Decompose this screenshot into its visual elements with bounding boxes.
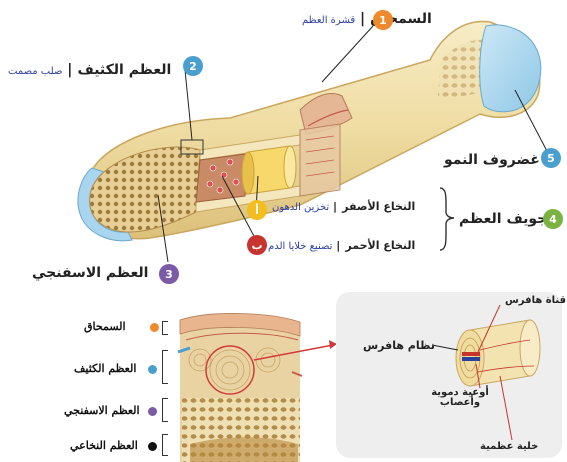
legend-bracket xyxy=(162,398,168,422)
yellow-marrow-cylinder xyxy=(242,146,296,194)
legend-dot-marrow xyxy=(148,442,157,451)
micro-section xyxy=(178,313,302,462)
legend-label-marrow: العظم النخاعي xyxy=(70,440,138,451)
legend-bracket xyxy=(162,434,168,456)
yellow-marrow-label: النخاع الأصفر | تخزين الدهون xyxy=(272,197,415,213)
periosteum-subtitle: قشرة العظم xyxy=(302,15,355,26)
badge-periosteum: 1 xyxy=(373,10,393,30)
red-marrow-title: النخاع الأحمر xyxy=(345,239,415,252)
badge-compact-bone: 2 xyxy=(183,56,203,76)
badge-red-marrow: ب xyxy=(247,235,267,255)
haversian-cylinder xyxy=(456,320,540,386)
red-marrow-subtitle: تصنيع خلايا الدم xyxy=(268,241,332,252)
spongy-bone-label: العظم الاسفنجي xyxy=(32,266,148,280)
right-cartilage xyxy=(480,25,541,112)
haversian-canal-label: قناة هافرس xyxy=(505,296,566,306)
legend-bracket xyxy=(162,321,168,335)
periosteum-label: السمحاق | قشرة العظم xyxy=(302,10,432,26)
legend-dot-compact xyxy=(148,365,157,374)
badge-bone-cavity: 4 xyxy=(543,209,563,229)
growth-cartilage-label: غضروف النمو xyxy=(444,153,540,167)
yellow-marrow-title: النخاع الأصفر xyxy=(342,200,415,213)
yellow-marrow-subtitle: تخزين الدهون xyxy=(272,202,329,213)
legend-label-periosteum: السمحاق xyxy=(84,321,126,332)
legend-label-compact: العظم الكثيف xyxy=(74,363,136,374)
badge-spongy-bone: 3 xyxy=(159,264,179,284)
compact-bone-label: العظم الكثيف | صلب مصمت xyxy=(8,61,171,77)
haversian-system-label: نظام هافرس xyxy=(363,340,435,351)
compact-bone-subtitle: صلب مصمت xyxy=(8,66,62,77)
red-marrow-area xyxy=(196,154,245,202)
cavity-bracket xyxy=(440,188,454,250)
badge-yellow-marrow: أ xyxy=(247,200,267,220)
legend-dot-spongy xyxy=(148,407,157,416)
vessels-nerves-label: أوعية دموية وأعصاب xyxy=(430,388,490,408)
red-marrow-label: النخاع الأحمر | تصنيع خلايا الدم xyxy=(268,236,415,252)
bone-cell-label: خلية عظمية xyxy=(480,442,538,452)
legend-bracket xyxy=(162,350,168,384)
badge-growth-cartilage: 5 xyxy=(541,148,561,168)
separator: | xyxy=(332,239,340,252)
separator: | xyxy=(355,11,365,27)
bone-cavity-label: تجويف العظم xyxy=(459,212,553,226)
legend-dot-periosteum xyxy=(150,323,159,332)
separator: | xyxy=(62,62,72,78)
separator: | xyxy=(329,200,337,213)
legend-label-spongy: العظم الاسفنجي xyxy=(64,405,140,416)
compact-bone-title: العظم الكثيف xyxy=(78,62,172,78)
